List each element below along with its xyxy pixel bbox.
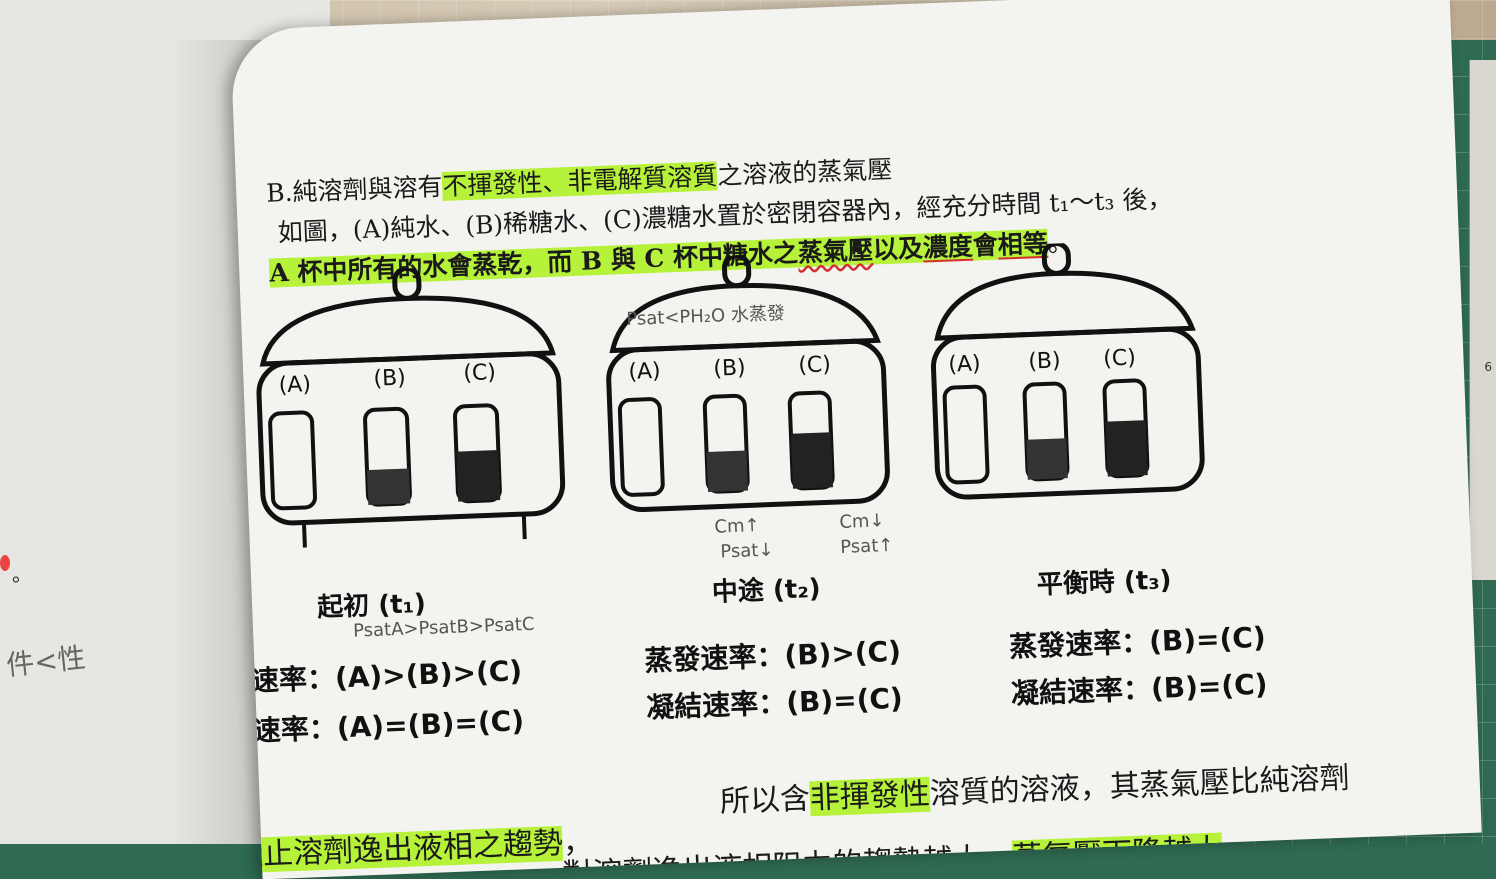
handwritten-psat-up: Psat↑ bbox=[839, 534, 894, 558]
cup-label-c: (C) bbox=[1102, 345, 1137, 372]
left-page-text: 。 bbox=[12, 562, 32, 586]
condensation-rate-t3: 凝結速率：(B)=(C) bbox=[1010, 667, 1269, 711]
diagram-caption-t2: 中途 (t₂) bbox=[711, 573, 822, 608]
period: 。 bbox=[1221, 831, 1253, 868]
container-diagram-t2 bbox=[606, 253, 890, 512]
highlighted-text: 非揮發性 bbox=[809, 776, 931, 817]
section-c-line-1: 所以含非揮發性溶質的溶液，其蒸氣壓比純溶劑 bbox=[719, 753, 1350, 821]
highlighted-text: 不揮發性、非電解質溶質 bbox=[441, 161, 718, 201]
evaporation-rate-t3: 蒸發速率：(B)=(C) bbox=[1008, 620, 1267, 664]
left-page-mark bbox=[0, 555, 10, 571]
book-page: B.純溶劑與溶有不揮發性、非電解質溶質之溶液的蒸氣壓 如圖，(A)純水、(B)稀… bbox=[230, 0, 1482, 879]
section-c-heading: C.溶質有阻止溶劑逸出液相之趨勢， bbox=[230, 817, 594, 879]
evaporation-rate-t2: 蒸發速率：(B)>(C) bbox=[643, 634, 902, 678]
ruler: 6 bbox=[1469, 60, 1496, 580]
heading-text: B.純溶劑與溶有 bbox=[265, 171, 444, 208]
paragraph-text: 所以含 bbox=[719, 781, 811, 820]
cup-label-c: (C) bbox=[797, 352, 832, 379]
evaporation-rate-t1: 蒸發速率：(A)>(B)>(C) bbox=[230, 654, 523, 700]
container-diagram-t3 bbox=[930, 240, 1205, 500]
section-c-line-3: 對溶劑逸出液相阻力的趨勢越大，蒸氣壓下降越大。 bbox=[562, 823, 1253, 879]
cup-label-a: (A) bbox=[627, 358, 662, 385]
cup-label-a: (A) bbox=[278, 372, 312, 399]
handwritten-psat-down: Psat↓ bbox=[719, 539, 774, 563]
condensation-rate-t1: 凝結速率：(A)=(B)=(C) bbox=[230, 704, 525, 750]
heading-text-end: 之溶液的蒸氣壓 bbox=[716, 154, 893, 191]
paragraph-text: 溶質的溶液，其蒸氣壓比純溶劑 bbox=[929, 760, 1351, 812]
cup-label-b: (B) bbox=[712, 355, 747, 382]
handwritten-cm-down: Cm↓ bbox=[838, 510, 885, 533]
handwritten-cm-up: Cm↑ bbox=[714, 515, 761, 538]
cup-label-b: (B) bbox=[373, 365, 407, 392]
left-page-handwriting: 件<性 bbox=[4, 640, 88, 683]
highlighted-text: 蒸氣壓下降越大 bbox=[1011, 832, 1223, 876]
ruler-number: 6 bbox=[1484, 360, 1492, 374]
condensation-rate-t2: 凝結速率：(B)=(C) bbox=[645, 681, 904, 725]
cup-label-c: (C) bbox=[462, 360, 497, 387]
container-diagram-t1 bbox=[256, 265, 566, 548]
cup-label-a: (A) bbox=[947, 351, 982, 378]
diagram-caption-t3: 平衡時 (t₃) bbox=[1036, 565, 1173, 601]
paragraph-text: 對溶劑逸出液相阻力的趨勢越大， bbox=[562, 840, 1014, 879]
cup-label-b: (B) bbox=[1027, 348, 1062, 375]
highlighted-text: C.溶質有阻止溶劑逸出液相之趨勢 bbox=[230, 825, 564, 879]
